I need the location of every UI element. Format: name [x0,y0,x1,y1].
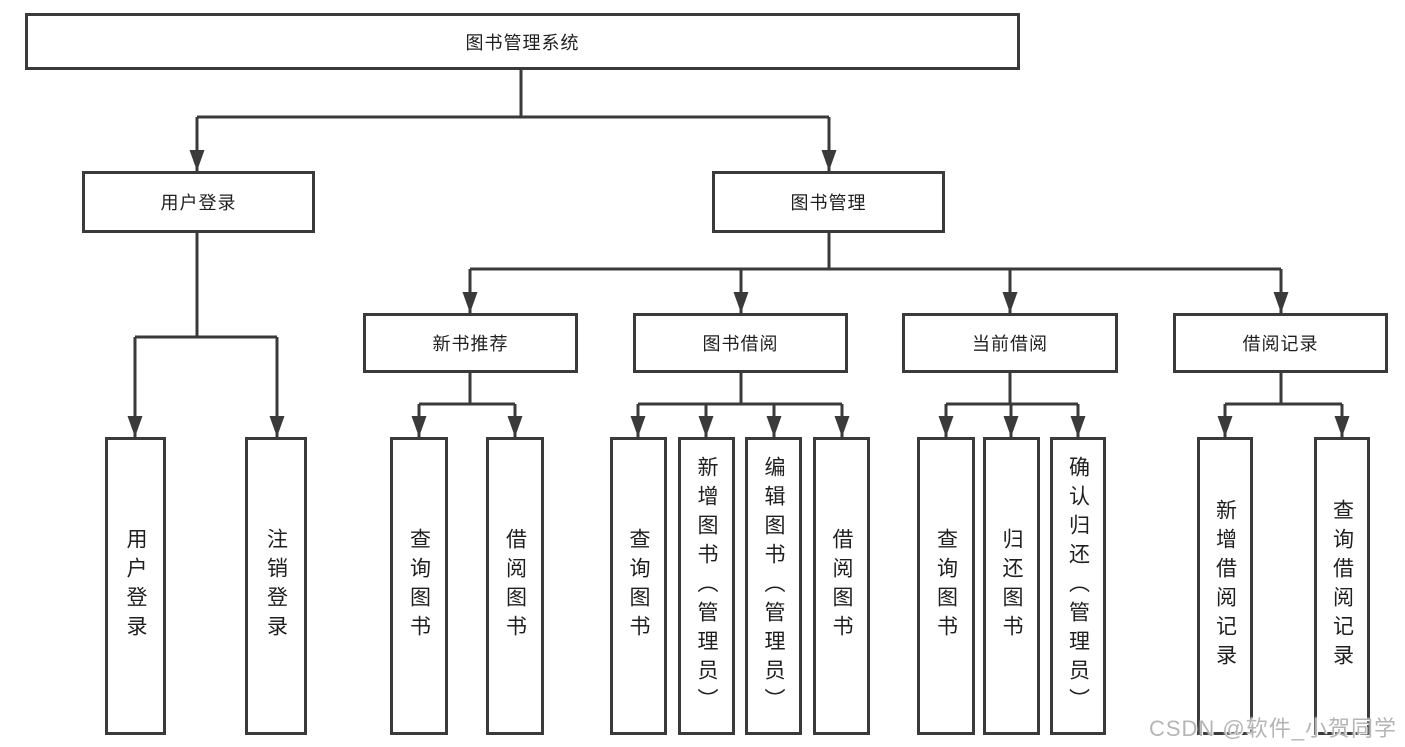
leaf-label: 查询借阅记录 [1330,499,1354,673]
node-user-login: 用户登录 [82,171,315,233]
leaf-label: 新增借阅记录 [1213,499,1237,673]
node-label: 借阅记录 [1242,334,1319,354]
leaf-label: 编辑图书（管理员） [762,455,785,717]
connector-current-borrow-to-leaves [938,373,1086,437]
connector-new-book-recommend-to-leaves [411,373,523,437]
leaf-label: 查询图书 [627,528,650,644]
node-label: 图书借阅 [702,334,779,354]
leaf-add-books-admin: 新增图书（管理员） [678,437,735,735]
leaf-query-books-borrow: 查询图书 [610,437,667,735]
leaf-return-books: 归还图书 [983,437,1040,735]
node-library-system: 图书管理系统 [25,13,1020,70]
leaf-logout: 注销登录 [245,437,307,735]
leaf-user-login: 用户登录 [105,437,166,735]
leaf-label: 查询图书 [407,528,431,644]
leaf-label: 新增图书（管理员） [695,455,718,717]
node-label: 当前借阅 [972,334,1048,354]
leaf-label: 用户登录 [124,528,147,644]
leaf-label: 归还图书 [1000,528,1023,644]
connector-root-to-level2 [189,68,837,171]
node-current-borrow: 当前借阅 [902,313,1118,373]
node-new-book-recommend: 新书推荐 [363,313,578,373]
node-label: 用户登录 [160,193,237,213]
leaf-borrow-books-recommend: 借阅图书 [486,437,544,735]
node-book-borrow: 图书借阅 [633,313,848,373]
leaf-label: 借阅图书 [830,528,853,644]
node-label: 新书推荐 [432,334,509,354]
leaf-query-borrow-record: 查询借阅记录 [1314,437,1370,735]
leaf-borrow-books-borrow: 借阅图书 [813,437,870,735]
connector-borrow-records-to-leaves [1217,373,1350,437]
leaf-add-borrow-record: 新增借阅记录 [1197,437,1253,735]
csdn-watermark: CSDN @软件_小贺同学 [1148,716,1397,741]
leaf-query-books-recommend: 查询图书 [390,437,448,735]
connector-user-login-to-leaves [127,233,285,437]
connector-book-borrow-to-leaves [630,373,850,437]
node-label: 图书管理 [790,193,867,213]
leaf-query-books-current: 查询图书 [917,437,975,735]
leaf-label: 确认归还（管理员） [1066,455,1090,717]
leaf-edit-books-admin: 编辑图书（管理员） [745,437,802,735]
connector-book-management-to-level3 [462,233,1289,313]
node-book-management: 图书管理 [712,171,945,233]
node-borrow-records: 借阅记录 [1173,313,1388,373]
leaf-label: 查询图书 [934,528,958,644]
leaf-label: 注销登录 [264,528,288,644]
node-label: 图书管理系统 [465,32,580,53]
leaf-confirm-return-admin: 确认归还（管理员） [1050,437,1106,735]
leaf-label: 借阅图书 [503,528,527,644]
